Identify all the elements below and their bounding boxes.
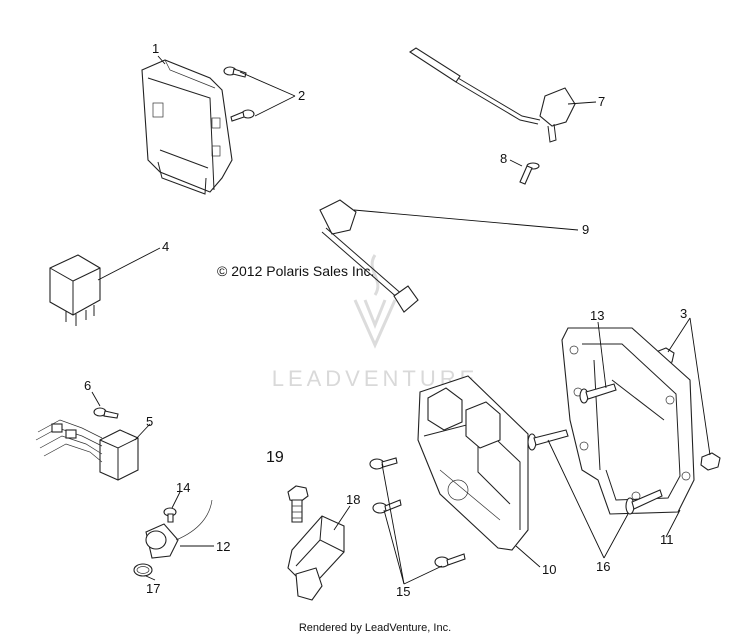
callout-5: 5 (146, 414, 153, 429)
part-16-bolts[interactable] (527, 429, 663, 515)
callout-7: 7 (598, 94, 605, 109)
part-15-screws[interactable] (369, 457, 466, 568)
part-13-bolt[interactable] (579, 383, 617, 404)
callout-16: 16 (596, 559, 610, 574)
callout-18: 18 (346, 492, 360, 507)
callout-labels: 1 2 3 4 5 6 7 8 9 10 11 12 13 14 15 16 1… (84, 41, 687, 599)
part-17-o-ring[interactable] (133, 563, 153, 577)
part-12-sensor[interactable] (145, 499, 213, 559)
callout-12: 12 (216, 539, 230, 554)
leader-lines (91, 55, 711, 585)
part-2-screws[interactable] (223, 66, 255, 122)
part-14-screw[interactable] (163, 507, 177, 523)
callout-17: 17 (146, 581, 160, 596)
callout-9: 9 (582, 222, 589, 237)
part-1-module[interactable] (141, 59, 233, 195)
callout-11: 11 (660, 532, 674, 547)
part-8-bolt[interactable] (519, 162, 540, 185)
callout-14: 14 (176, 480, 190, 495)
part-6-screw[interactable] (93, 407, 119, 419)
part-5-connector[interactable] (35, 419, 139, 481)
callout-10: 10 (542, 562, 556, 577)
callout-19: 19 (266, 449, 284, 466)
part-4-relay[interactable] (49, 254, 101, 326)
callout-6: 6 (84, 378, 91, 393)
footer-credit: Rendered by LeadVenture, Inc. (299, 622, 451, 634)
part-18-sensor[interactable] (287, 515, 345, 601)
part-11-bracket[interactable] (561, 327, 695, 515)
part-7-sensor[interactable] (409, 47, 576, 143)
watermark-logo-icon (353, 254, 397, 349)
part-10-ecu[interactable] (417, 375, 529, 551)
callout-4: 4 (162, 239, 169, 254)
part-9-sensor[interactable] (319, 199, 419, 313)
copyright-text: © 2012 Polaris Sales Inc. (217, 263, 374, 279)
callout-15: 15 (396, 584, 410, 599)
callout-3: 3 (680, 306, 687, 321)
callout-1: 1 (152, 41, 159, 56)
callout-2: 2 (298, 88, 305, 103)
callout-8: 8 (500, 151, 507, 166)
callout-13: 13 (590, 308, 604, 323)
part-19-bolt[interactable] (287, 485, 309, 523)
